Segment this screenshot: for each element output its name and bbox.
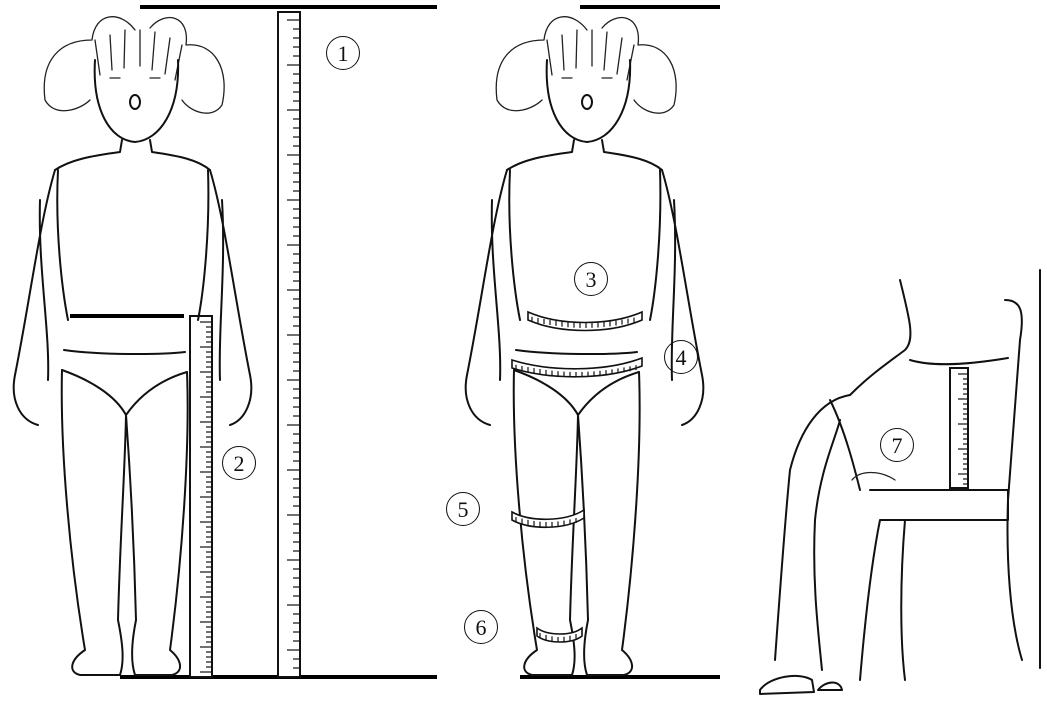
hair-strands <box>95 30 182 80</box>
mouth <box>582 95 592 109</box>
hair <box>496 17 676 113</box>
torso <box>57 170 208 320</box>
chair-back <box>1005 270 1040 668</box>
label-1: 1 <box>326 36 360 70</box>
underpants <box>62 350 187 415</box>
underpants <box>514 350 639 415</box>
label-3: 3 <box>574 262 608 296</box>
mouth <box>130 95 140 109</box>
right-leg <box>126 372 188 675</box>
right-arm <box>662 170 703 425</box>
left-arm <box>14 170 55 425</box>
hip-tape <box>512 358 642 377</box>
seated-ruler <box>950 368 968 488</box>
label-4: 4 <box>664 340 698 374</box>
seated-torso <box>850 280 1008 395</box>
right-leg <box>578 372 640 675</box>
label-2: 2 <box>222 446 256 480</box>
label-5: 5 <box>446 492 480 526</box>
chair-seat <box>860 490 1008 680</box>
panel-seated <box>760 270 1040 694</box>
calf-tape <box>537 628 582 642</box>
label-6: 6 <box>464 610 498 644</box>
hair-strands <box>547 30 634 80</box>
waist-tape <box>528 312 642 331</box>
torso <box>509 170 660 320</box>
left-leg <box>62 370 126 675</box>
girl-figure-left <box>14 17 252 675</box>
seated-legs <box>775 395 860 670</box>
neck-shoulders <box>507 140 662 170</box>
hip-curve <box>852 473 895 481</box>
label-7: 7 <box>880 428 914 462</box>
panel-height <box>14 7 437 677</box>
right-arm <box>210 170 251 425</box>
hair <box>44 17 224 113</box>
neck-shoulders <box>55 140 210 170</box>
left-arm <box>466 170 507 425</box>
shoes <box>760 676 842 694</box>
